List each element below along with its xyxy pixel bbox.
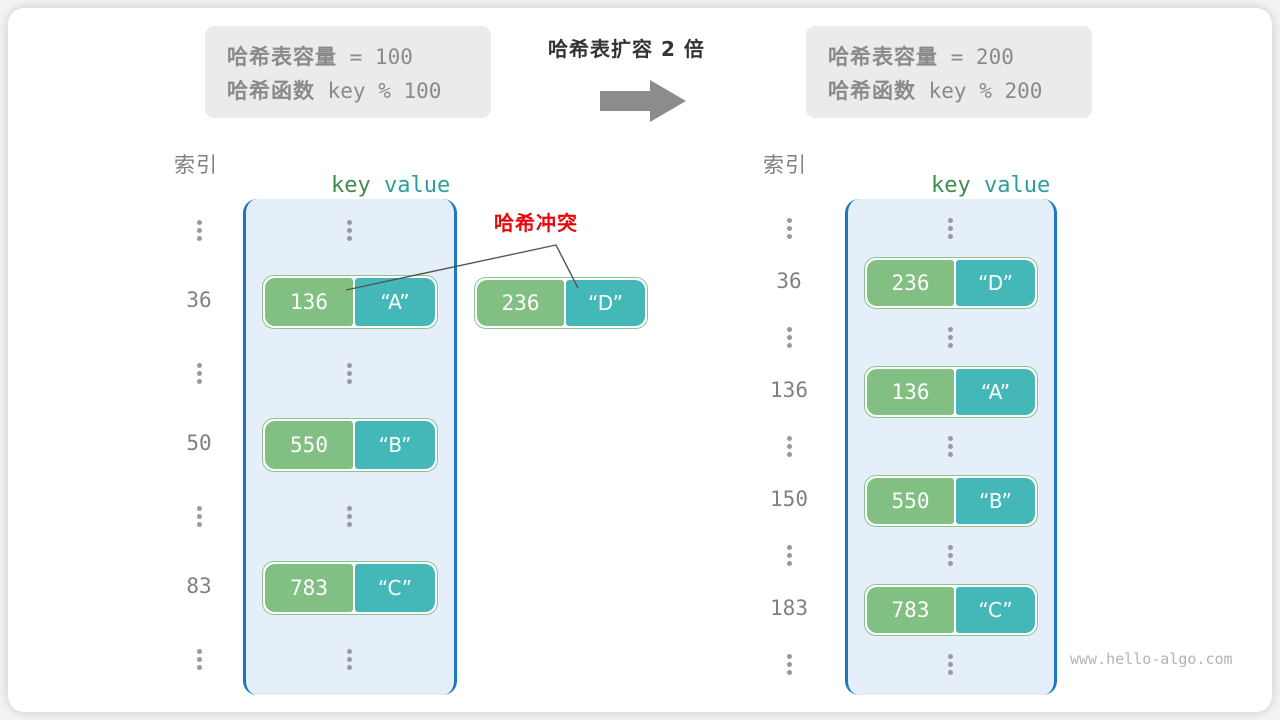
entry-value: “C”: [355, 563, 435, 612]
key-value-entry[interactable]: 783“C”: [864, 583, 1038, 636]
ellipsis-icon: [197, 649, 202, 670]
key-value-entry[interactable]: 136“A”: [262, 274, 438, 329]
entry-value: “B”: [355, 420, 435, 469]
key-value-entry[interactable]: 550“B”: [262, 417, 438, 472]
before-capacity-label: 哈希表容量: [227, 45, 337, 69]
diagram-card: [8, 8, 1272, 712]
key-value-entry[interactable]: 236“D”: [864, 256, 1038, 309]
entry-key: 550: [867, 477, 954, 524]
row-index-label: 36: [776, 268, 802, 293]
entry-value: “A”: [956, 368, 1035, 415]
entry-key: 136: [867, 368, 954, 415]
after-capacity-value: = 200: [938, 45, 1014, 69]
before-capacity-value: = 100: [337, 45, 413, 69]
ellipsis-icon: [948, 654, 953, 675]
ellipsis-icon: [197, 363, 202, 384]
watermark: www.hello-algo.com: [1070, 650, 1233, 668]
after-value-header: value: [983, 173, 1051, 198]
row-index-label: 36: [186, 287, 212, 312]
entry-key: 236: [867, 259, 954, 306]
ellipsis-icon: [197, 220, 202, 241]
row-index-label: 183: [770, 595, 808, 620]
row-index-label: 50: [186, 430, 212, 455]
ellipsis-icon: [787, 327, 792, 348]
before-hashfunc-line: 哈希函数 key % 100: [227, 74, 469, 108]
before-kv-header: key value: [278, 148, 450, 223]
before-capacity-line: 哈希表容量 = 100: [227, 40, 469, 74]
ellipsis-icon: [347, 649, 352, 670]
entry-value: “B”: [956, 477, 1035, 524]
entry-key: 136: [265, 277, 353, 326]
ellipsis-icon: [347, 506, 352, 527]
after-key-header: key: [930, 173, 971, 198]
after-hashfunc-line: 哈希函数 key % 200: [828, 74, 1070, 108]
ellipsis-icon: [948, 436, 953, 457]
ellipsis-icon: [948, 327, 953, 348]
after-capacity-line: 哈希表容量 = 200: [828, 40, 1070, 74]
ellipsis-icon: [347, 363, 352, 384]
entry-key: 236: [477, 280, 564, 326]
entry-value: “D”: [566, 280, 645, 326]
row-index-label: 83: [186, 573, 212, 598]
key-value-entry[interactable]: 783“C”: [262, 560, 438, 615]
after-hashfunc-value: key % 200: [916, 79, 1043, 103]
entry-value: “A”: [355, 277, 435, 326]
row-index-label: 150: [770, 486, 808, 511]
entry-value: “C”: [956, 586, 1035, 633]
collision-label: 哈希冲突: [494, 211, 578, 235]
ellipsis-icon: [347, 220, 352, 241]
right-arrow-icon: [600, 80, 686, 126]
after-capacity-label: 哈希表容量: [828, 45, 938, 69]
colliding-entry[interactable]: 236“D”: [474, 277, 648, 329]
entry-key: 550: [265, 420, 353, 469]
entry-key: 783: [867, 586, 954, 633]
after-info-box: 哈希表容量 = 200 哈希函数 key % 200: [806, 26, 1092, 118]
ellipsis-icon: [948, 545, 953, 566]
after-index-header: 索引: [763, 153, 807, 177]
before-key-header: key: [330, 173, 371, 198]
key-value-entry[interactable]: 136“A”: [864, 365, 1038, 418]
before-hashfunc-label: 哈希函数: [227, 79, 315, 103]
before-hashfunc-value: key % 100: [315, 79, 442, 103]
diagram-title: 哈希表扩容 2 倍: [548, 37, 705, 61]
ellipsis-icon: [787, 218, 792, 239]
ellipsis-icon: [197, 506, 202, 527]
ellipsis-icon: [787, 654, 792, 675]
before-info-box: 哈希表容量 = 100 哈希函数 key % 100: [205, 26, 491, 118]
ellipsis-icon: [948, 218, 953, 239]
ellipsis-icon: [787, 545, 792, 566]
row-index-label: 136: [770, 377, 808, 402]
entry-value: “D”: [956, 259, 1035, 306]
before-value-header: value: [383, 173, 451, 198]
key-value-entry[interactable]: 550“B”: [864, 474, 1038, 527]
after-kv-header: key value: [878, 148, 1050, 223]
entry-key: 783: [265, 563, 353, 612]
after-hashfunc-label: 哈希函数: [828, 79, 916, 103]
ellipsis-icon: [787, 436, 792, 457]
before-index-header: 索引: [174, 153, 218, 177]
